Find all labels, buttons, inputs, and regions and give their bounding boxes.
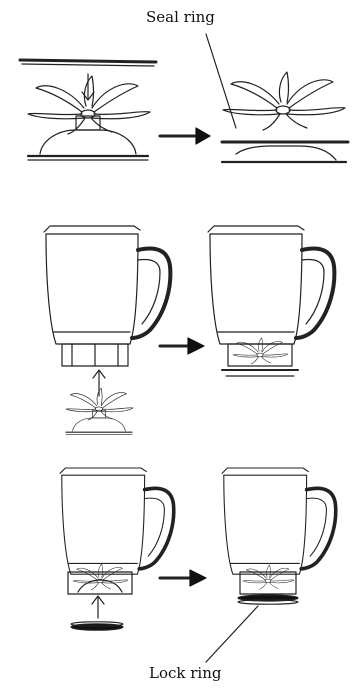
blade-assembly-part [28,76,150,160]
row1-before [20,60,156,160]
seal-ring-leader-line [206,34,236,128]
row2-jar-before [44,226,170,366]
seal-ring-part [20,60,156,62]
right-arrow-icon [160,570,206,586]
row3-jar-before [60,468,174,594]
row2-jar-after [208,226,334,376]
up-arrow-icon [93,370,105,396]
right-arrow-icon [160,338,204,354]
up-arrow-icon [92,596,104,618]
row1-after [222,72,348,162]
row3-jar-after [222,468,336,604]
lock-ring-part [71,622,123,630]
lock-ring-leader-line [206,606,258,662]
right-arrow-icon [160,128,210,144]
